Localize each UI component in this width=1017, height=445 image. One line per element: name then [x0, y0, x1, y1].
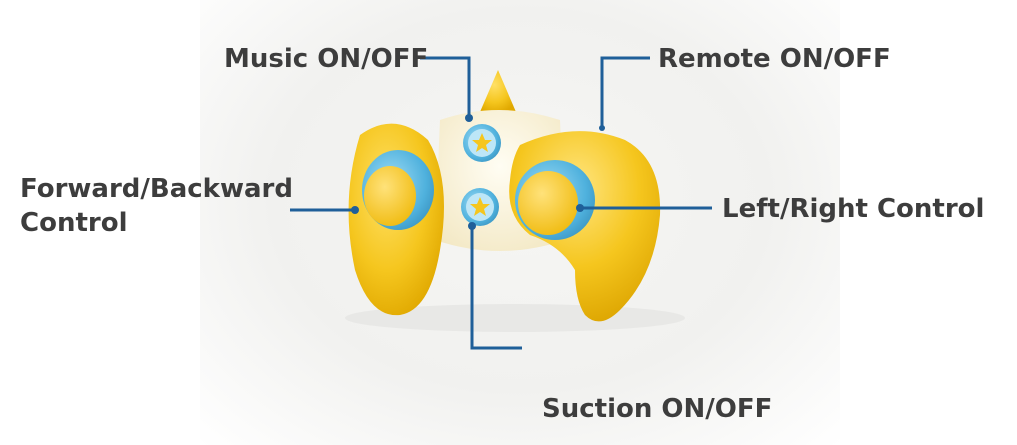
left-right-label: Left/Right Control	[722, 192, 984, 226]
forward-backward-leader-dot	[351, 206, 359, 214]
left-right-leader-dot	[576, 204, 584, 212]
left-stick-cap	[364, 166, 416, 226]
remote-leader-line	[602, 58, 650, 128]
music-label: Music ON/OFF	[224, 42, 428, 76]
forward-backward-label-line2: Control	[20, 206, 293, 240]
suction-label: Suction ON/OFF	[542, 392, 772, 426]
remote-label: Remote ON/OFF	[658, 42, 891, 76]
forward-backward-label-line1: Forward/Backward	[20, 172, 293, 206]
remote-leader-dot	[599, 125, 605, 131]
right-stick-cap	[518, 171, 578, 235]
suction-leader-dot	[468, 222, 476, 230]
forward-backward-label: Forward/Backward Control	[20, 172, 293, 240]
music-leader-dot	[465, 114, 473, 122]
antenna	[480, 70, 516, 112]
